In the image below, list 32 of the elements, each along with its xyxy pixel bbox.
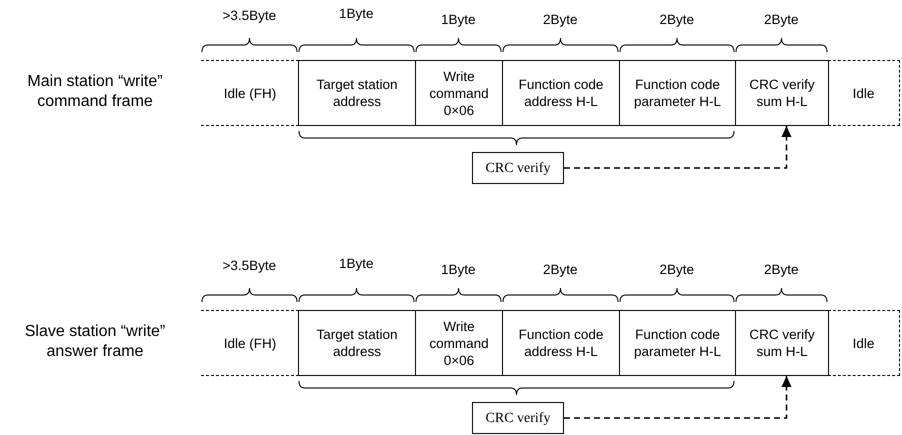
frame-field: CRC verify sum H-L — [735, 310, 829, 376]
byte-size-label: 1Byte — [339, 256, 374, 271]
idle-field: Idle (FH) — [201, 310, 299, 376]
byte-size-label: 2Byte — [543, 12, 578, 27]
byte-size-label: 2Byte — [660, 262, 694, 277]
byte-size-label: >3.5Byte — [222, 8, 276, 23]
byte-size-label: 2Byte — [764, 262, 799, 277]
idle-field: Idle — [828, 60, 900, 126]
arrow — [564, 126, 792, 169]
byte-size-label: 2Byte — [660, 12, 694, 27]
arrow — [564, 376, 792, 419]
frame-field: Function code address H-L — [502, 60, 620, 126]
crc-verify-box: CRC verify — [472, 152, 564, 184]
frame-title: Main station “write” command frame — [26, 72, 164, 112]
frame-field: Write command 0×06 — [415, 310, 503, 376]
frame-field: Function code address H-L — [502, 310, 620, 376]
frame-field: Write command 0×06 — [415, 60, 503, 126]
idle-field: Idle (FH) — [201, 60, 299, 126]
byte-size-label: 1Byte — [441, 262, 476, 277]
byte-size-label: 2Byte — [764, 12, 799, 27]
byte-size-label: 1Byte — [441, 12, 476, 27]
frame-field: Target station address — [298, 310, 416, 376]
byte-size-label: >3.5Byte — [222, 258, 276, 273]
idle-field: Idle — [828, 310, 900, 376]
byte-size-label: 2Byte — [543, 262, 578, 277]
frame-field: CRC verify sum H-L — [735, 60, 829, 126]
byte-size-label: 1Byte — [339, 6, 374, 21]
frame-field: Function code parameter H-L — [619, 60, 736, 126]
frame-field: Target station address — [298, 60, 416, 126]
frame-field: Function code parameter H-L — [619, 310, 736, 376]
crc-verify-box: CRC verify — [472, 402, 564, 434]
frame-title: Slave station “write” answer frame — [24, 322, 166, 362]
